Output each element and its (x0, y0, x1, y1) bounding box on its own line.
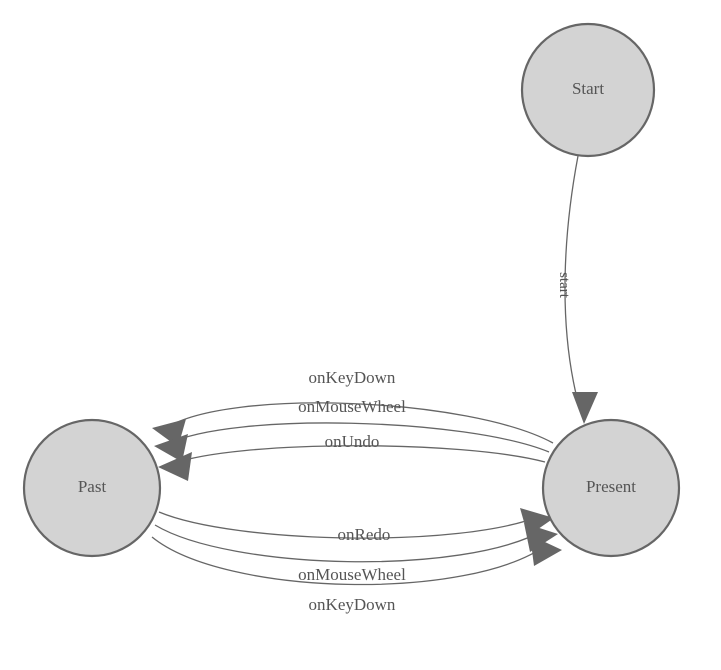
node-start-label: Start (572, 79, 604, 98)
edge-label-present-past-onmousewheel: onMouseWheel (298, 397, 406, 416)
edge-past-to-present-onkeydown[interactable]: onKeyDown (151, 535, 562, 614)
edge-present-to-past-onundo-arrowhead (158, 452, 192, 481)
edge-past-to-present-onkeydown-arrowhead (530, 535, 562, 566)
edge-start-to-present-arrowhead (572, 392, 598, 424)
edge-past-to-present-onredo-path (158, 511, 541, 539)
node-start[interactable]: Start (520, 22, 656, 158)
edge-past-to-present-onmousewheel-path (154, 524, 545, 563)
edge-present-to-past-onundo[interactable]: onUndo (158, 432, 546, 481)
node-present-circle (541, 418, 681, 558)
edge-present-to-past-onundo-path (171, 445, 546, 465)
node-present[interactable]: Present (541, 418, 681, 558)
node-start-circle (520, 22, 656, 158)
edge-label-present-past-onkeydown: onKeyDown (309, 368, 396, 387)
edge-present-to-past-onmousewheel-path (167, 422, 550, 453)
edge-past-to-present-onredo[interactable]: onRedo (158, 508, 554, 544)
edge-past-to-present-onkeydown-path (151, 536, 549, 586)
edge-label-present-past-onundo: onUndo (325, 432, 380, 451)
edge-start-to-present-path (564, 155, 579, 399)
edge-label-past-present-onmousewheel: onMouseWheel (298, 565, 406, 584)
edge-present-to-past-onmousewheel[interactable]: onMouseWheel (154, 397, 550, 462)
edge-label-start: start (556, 272, 572, 299)
edge-past-to-present-onmousewheel[interactable]: onMouseWheel (154, 523, 558, 584)
node-past[interactable]: Past (22, 418, 162, 558)
edge-present-to-past-onkeydown-path (165, 402, 554, 444)
edge-label-past-present-onredo: onRedo (338, 525, 391, 544)
node-past-circle (22, 418, 162, 558)
edge-start-to-present[interactable]: start (556, 155, 598, 424)
edge-label-past-present-onkeydown: onKeyDown (309, 595, 396, 614)
edge-present-to-past-onmousewheel-arrowhead (154, 434, 188, 462)
node-past-label: Past (78, 477, 107, 496)
node-present-label: Present (586, 477, 636, 496)
